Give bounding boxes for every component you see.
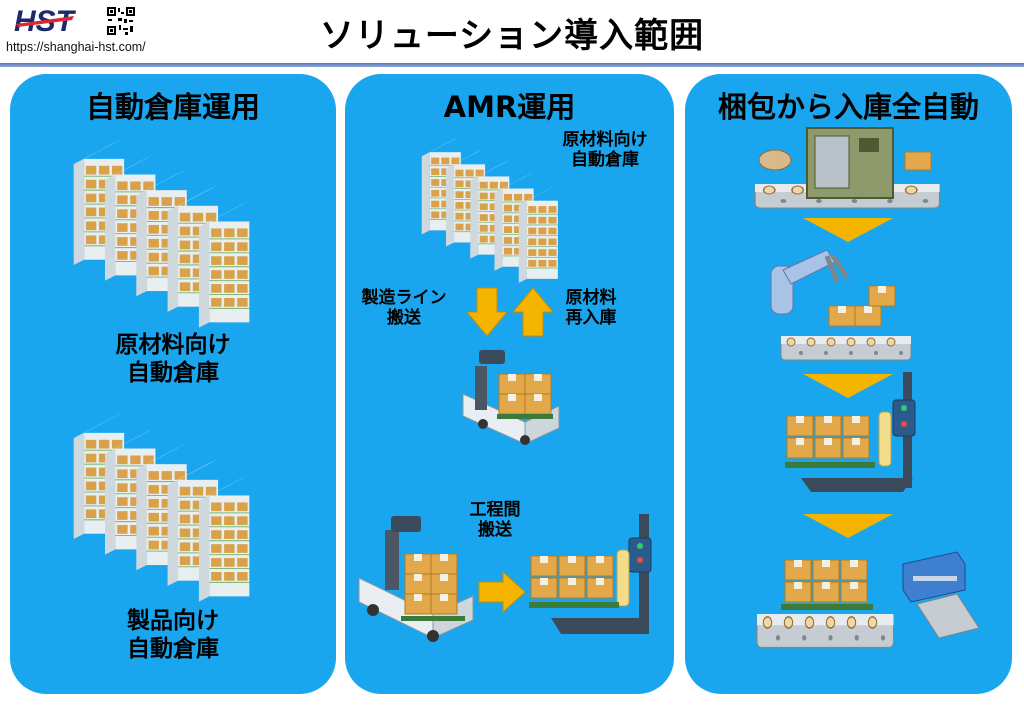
product-warehouse-illustration [60,412,270,612]
final-conveyor-illustration [756,551,980,649]
panel-amr-operation: AMR運用 原材料向け 自動倉庫 製造ライン 搬送 原材料 再入庫 工程間 搬送 [345,74,674,694]
raw-material-warehouse-illustration [60,138,270,338]
raw-material-restock-label: 原材料 再入庫 [565,288,617,329]
panel-warehouse-operation: 自動倉庫運用 原材料向け 自動倉庫 製品向け 自動倉庫 [10,74,336,694]
pallet-wrapper-illustration [785,372,916,492]
panel-title: 梱包から入庫全自動 [717,90,979,124]
inter-process-transport-label: 工程間 搬送 [469,500,521,541]
header: HST https://shanghai-hst.com/ ソリューション導入範… [0,0,1024,67]
panel-full-automation: 梱包から入庫全自動 [685,74,1012,694]
amr-robot-illustration [462,350,560,445]
robot-arm-illustration [770,249,912,361]
hst-logo: HST [14,5,77,38]
right-arrow-icon [478,570,526,614]
page-title: ソリューション導入範囲 [319,16,705,56]
website-url: https://shanghai-hst.com/ [6,40,146,54]
packing-machine-illustration [754,127,941,209]
amr-forklift-illustration [358,516,474,642]
down-arrow-icon [465,287,509,337]
qr-code-icon [106,6,136,36]
down-arrow-icon [803,514,893,538]
panel-title: 自動倉庫運用 [85,90,260,124]
raw-material-warehouse-label: 原材料向け 自動倉庫 [115,332,231,386]
product-warehouse-label: 製品向け 自動倉庫 [127,608,219,662]
wrapping-machine-illustration [529,514,652,634]
production-line-transport-label: 製造ライン 搬送 [361,288,447,329]
raw-material-warehouse-label: 原材料向け 自動倉庫 [562,130,648,171]
panel-title: AMR運用 [443,90,576,124]
up-arrow-icon [511,287,555,337]
header-divider [0,63,1024,67]
down-arrow-icon [803,218,893,242]
